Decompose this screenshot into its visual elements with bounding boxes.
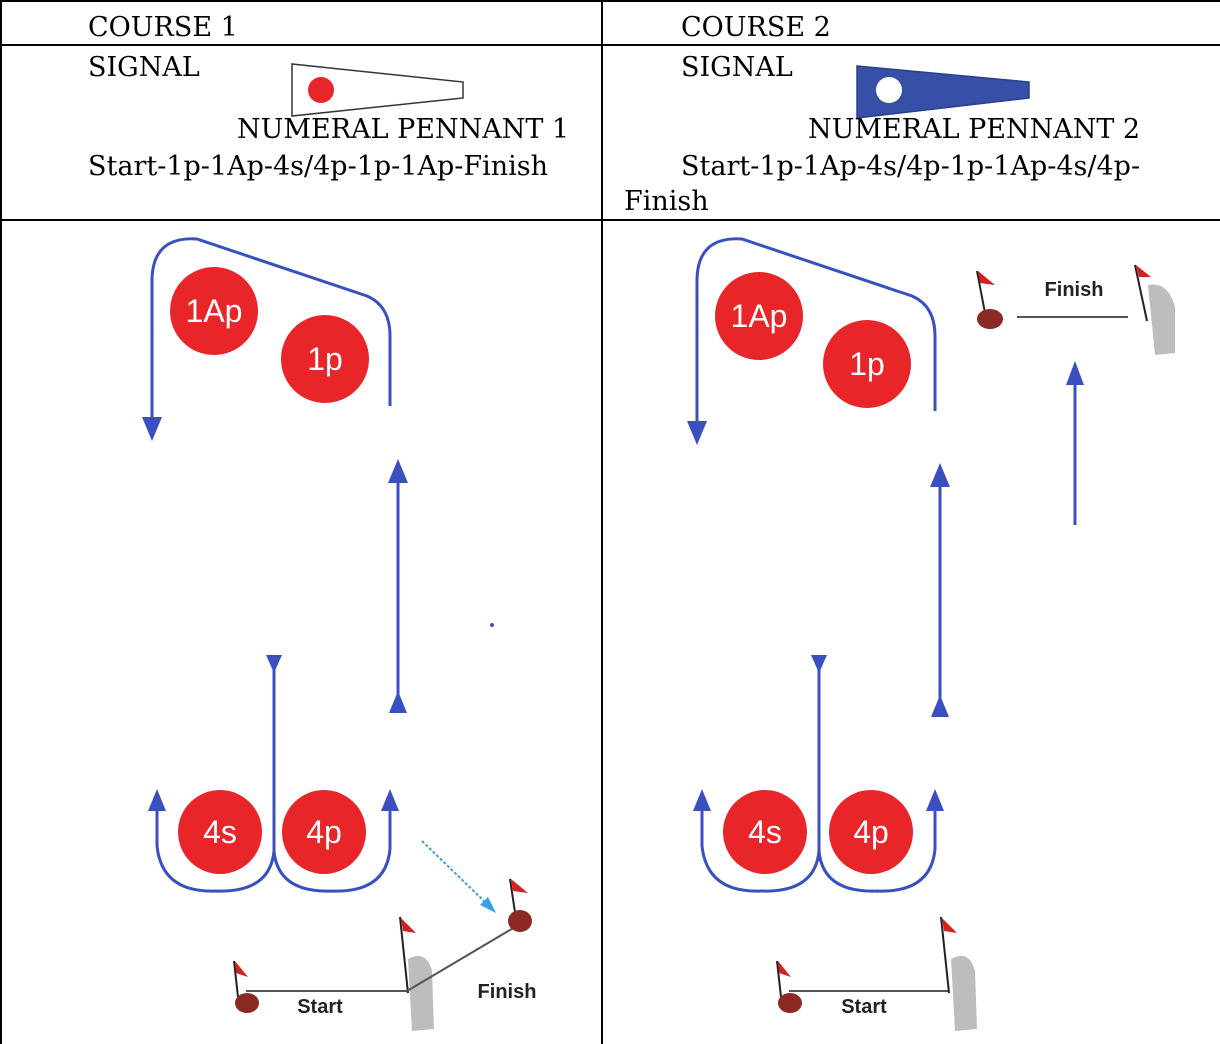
start-label: Start <box>841 996 887 1018</box>
course-2-signal-label: SIGNAL <box>681 52 793 83</box>
route-arrowhead-up-top <box>388 459 408 483</box>
committee-boat-icon <box>940 916 977 1031</box>
finish-label: Finish <box>478 981 537 1003</box>
committee-boat-icon <box>399 916 434 1031</box>
mark-1p: 1p <box>823 320 911 408</box>
finish-label: Finish <box>1045 279 1104 301</box>
mark-1ap-label: 1Ap <box>731 298 788 334</box>
route-top-loop <box>695 237 937 426</box>
route-bottom-loops <box>155 809 392 893</box>
start-label: Start <box>297 996 343 1018</box>
course-2-route: Start-1p-1Ap-4s/4p-1p-1Ap-4s/4p- <box>681 151 1141 182</box>
mark-4s: 4s <box>723 790 807 874</box>
mark-4s: 4s <box>178 790 262 874</box>
numeral-pennant-1-flag <box>291 63 464 117</box>
route-top-loop <box>150 237 392 426</box>
table-row-divider-2 <box>0 219 1220 221</box>
start-buoy-icon <box>776 960 802 1013</box>
course-1-pennant-name: NUMERAL PENNANT 1 <box>237 114 570 145</box>
mark-1p-label: 1p <box>307 341 343 377</box>
mark-4s-label: 4s <box>203 814 237 850</box>
finish-buoy-icon <box>508 878 532 932</box>
mark-4p-label: 4p <box>853 814 889 850</box>
course-1-diagram: 1Ap 1p 4s 4p Start Finish <box>142 237 537 1031</box>
course-2-diagram: Finish 1Ap 1p 4s 4p Start <box>687 237 1175 1031</box>
route-arrowhead-down-left <box>142 417 162 441</box>
mark-4p-label: 4p <box>306 814 342 850</box>
course-1-signal-label: SIGNAL <box>88 52 200 83</box>
table-border-top <box>0 0 1220 2</box>
course-1-route: Start-1p-1Ap-4s/4p-1p-1Ap-Finish <box>88 151 549 182</box>
mark-1p-label: 1p <box>849 346 885 382</box>
table-border-left <box>0 0 2 1044</box>
start-buoy-icon <box>233 960 259 1013</box>
mark-4p: 4p <box>282 790 366 874</box>
course-1-heading: COURSE 1 <box>88 12 238 43</box>
mark-1ap: 1Ap <box>170 267 258 355</box>
route-arrowhead-center-down <box>266 655 282 673</box>
course-2-heading: COURSE 2 <box>681 12 831 43</box>
table-column-divider <box>601 0 603 1044</box>
mark-4s-label: 4s <box>748 814 782 850</box>
table-row-divider-1 <box>0 44 1220 46</box>
mark-1ap-label: 1Ap <box>186 293 243 329</box>
route-arrowhead-up-mid <box>389 691 407 713</box>
finish-boat-icon <box>1134 264 1175 355</box>
mark-4p: 4p <box>829 790 913 874</box>
course-2-pennant-name: NUMERAL PENNANT 2 <box>808 114 1141 145</box>
finish-buoy-icon <box>976 270 1003 329</box>
mark-1ap: 1Ap <box>715 272 803 360</box>
numeral-pennant-2-flag <box>856 65 1030 118</box>
mark-1p: 1p <box>281 315 369 403</box>
course-2-route-wrap: Finish <box>624 186 709 217</box>
